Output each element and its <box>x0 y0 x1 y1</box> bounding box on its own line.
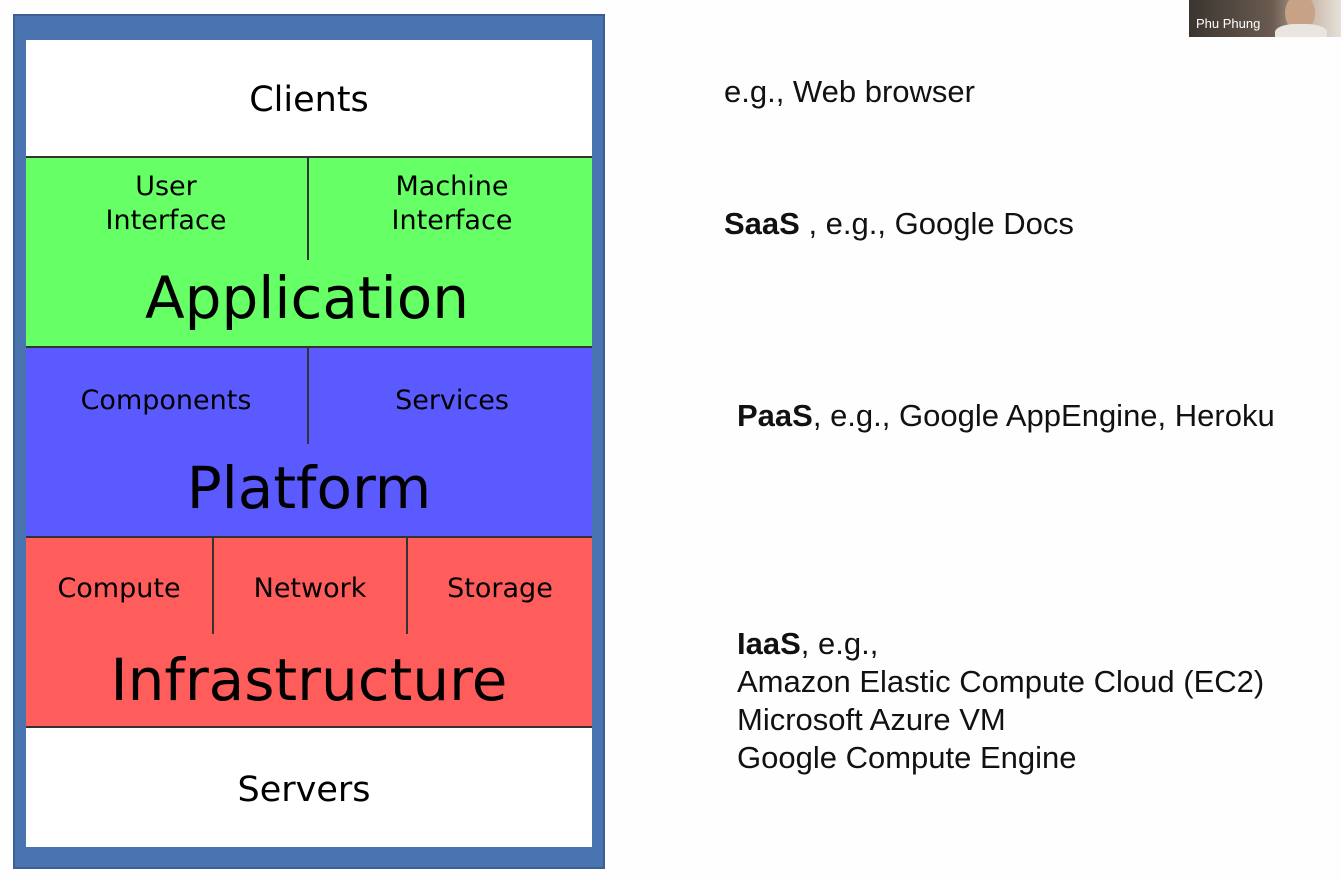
iaas-item: Google Compute Engine <box>737 740 1077 775</box>
servers-label: Servers <box>237 770 371 810</box>
divider-line <box>307 158 309 260</box>
components-label: Components <box>80 385 252 416</box>
iaas-heading: IaaS, e.g., <box>737 625 1264 663</box>
participant-video-body <box>1275 24 1327 37</box>
iaas-item: Microsoft Azure VM <box>737 702 1006 737</box>
cloud-stack-diagram: Clients User Interface Machine Interface… <box>26 40 592 847</box>
participant-name-label: Phu Phung <box>1196 16 1261 31</box>
platform-title: Platform <box>186 454 432 522</box>
infrastructure-title: Infrastructure <box>110 646 508 714</box>
machine-interface-label: Machine Interface <box>352 170 552 238</box>
divider-line <box>26 156 592 158</box>
application-layer: User Interface Machine Interface Applica… <box>26 158 592 346</box>
user-interface-line-2: Interface <box>105 205 227 236</box>
machine-interface-line-1: Machine <box>395 171 509 202</box>
user-interface-line-1: User <box>135 171 197 202</box>
paas-detail: , e.g., Google AppEngine, Heroku <box>812 398 1275 433</box>
compute-label: Compute <box>57 573 181 604</box>
clients-layer: Clients <box>26 40 592 157</box>
servers-layer: Servers <box>26 728 592 847</box>
iaas-detail: , e.g., <box>800 626 879 661</box>
divider-line <box>307 348 309 444</box>
saas-detail: , e.g., Google Docs <box>799 206 1074 241</box>
divider-line <box>212 538 214 634</box>
clients-label: Clients <box>249 80 369 120</box>
network-label: Network <box>253 573 367 604</box>
participant-video-tile[interactable]: Phu Phung <box>1189 0 1341 37</box>
platform-layer: Components Services Platform <box>26 348 592 536</box>
machine-interface-line-2: Interface <box>391 205 513 236</box>
user-interface-label: User Interface <box>66 170 266 238</box>
infrastructure-layer: Compute Network Storage Infrastructure <box>26 538 592 726</box>
divider-line <box>26 536 592 538</box>
clients-example: e.g., Web browser <box>724 74 975 109</box>
iaas-item: Amazon Elastic Compute Cloud (EC2) <box>737 664 1265 699</box>
saas-example: SaaS , e.g., Google Docs <box>724 205 1074 243</box>
paas-example: PaaS, e.g., Google AppEngine, Heroku <box>737 397 1275 435</box>
divider-line <box>26 726 592 728</box>
saas-label: SaaS <box>724 206 800 241</box>
divider-line <box>26 346 592 348</box>
iaas-example: IaaS, e.g., Amazon Elastic Compute Cloud… <box>737 625 1264 777</box>
iaas-label: IaaS <box>737 626 801 661</box>
application-title: Application <box>144 264 470 332</box>
paas-label: PaaS <box>737 398 813 433</box>
services-label: Services <box>395 385 509 416</box>
divider-line <box>406 538 408 634</box>
storage-label: Storage <box>447 573 553 604</box>
